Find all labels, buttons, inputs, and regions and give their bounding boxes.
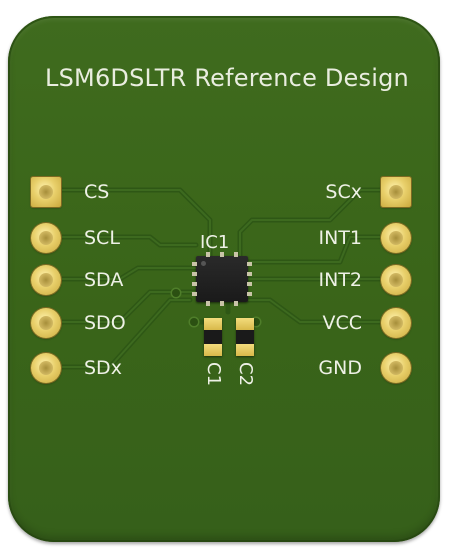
via (190, 318, 198, 326)
ic-pin (234, 252, 238, 257)
pin-pad-int1 (381, 223, 411, 253)
via (172, 289, 180, 297)
ic-pin (206, 301, 210, 306)
board-title: LSM6DSLTR Reference Design (45, 64, 409, 92)
pin-label-int2: INT2 (318, 269, 362, 291)
pin-label-vcc: VCC (322, 312, 362, 334)
ic-pin (192, 272, 197, 276)
pin-label-gnd: GND (318, 357, 362, 379)
ic-pin (247, 292, 252, 296)
ic-designator: IC1 (200, 232, 230, 253)
pin-pad-int2 (381, 265, 411, 295)
pin1-marker-icon (201, 261, 206, 266)
pin-pad-scl (31, 223, 61, 253)
pin-label-sdx: SDx (84, 357, 122, 379)
via (252, 318, 260, 326)
ic-pin (192, 292, 197, 296)
ic-pin (192, 262, 197, 266)
pin-label-scl: SCL (84, 227, 120, 249)
ic-pin (247, 272, 252, 276)
pin-pad-sdx (31, 353, 61, 383)
ic-pin (192, 282, 197, 286)
ic-pin (206, 252, 210, 257)
ic-pin (247, 282, 252, 286)
ic-pin (220, 301, 224, 306)
ic-pin (234, 301, 238, 306)
capacitor-label-c2: C2 (235, 362, 256, 387)
ic-pin (247, 262, 252, 266)
capacitor-pad (204, 318, 222, 330)
pin-pad-scx (381, 177, 411, 207)
capacitor-c2 (236, 318, 254, 356)
capacitor-label-c1: C1 (203, 362, 224, 387)
capacitor-pad (236, 318, 254, 330)
pin-pad-gnd (381, 353, 411, 383)
pin-label-sdo: SDO (84, 312, 126, 334)
capacitor-pad (204, 344, 222, 356)
pin-label-sda: SDA (84, 269, 124, 291)
capacitor-c1 (204, 318, 222, 356)
pin-label-cs: CS (84, 181, 110, 203)
capacitor-pad (236, 344, 254, 356)
ic-pin (220, 252, 224, 257)
pin-pad-sdo (31, 308, 61, 338)
pin-pad-vcc (381, 308, 411, 338)
ic-chip (196, 256, 248, 302)
pin-label-scx: SCx (325, 181, 362, 203)
pin-label-int1: INT1 (318, 227, 362, 249)
pin-pad-sda (31, 265, 61, 295)
pin-pad-cs (31, 177, 61, 207)
